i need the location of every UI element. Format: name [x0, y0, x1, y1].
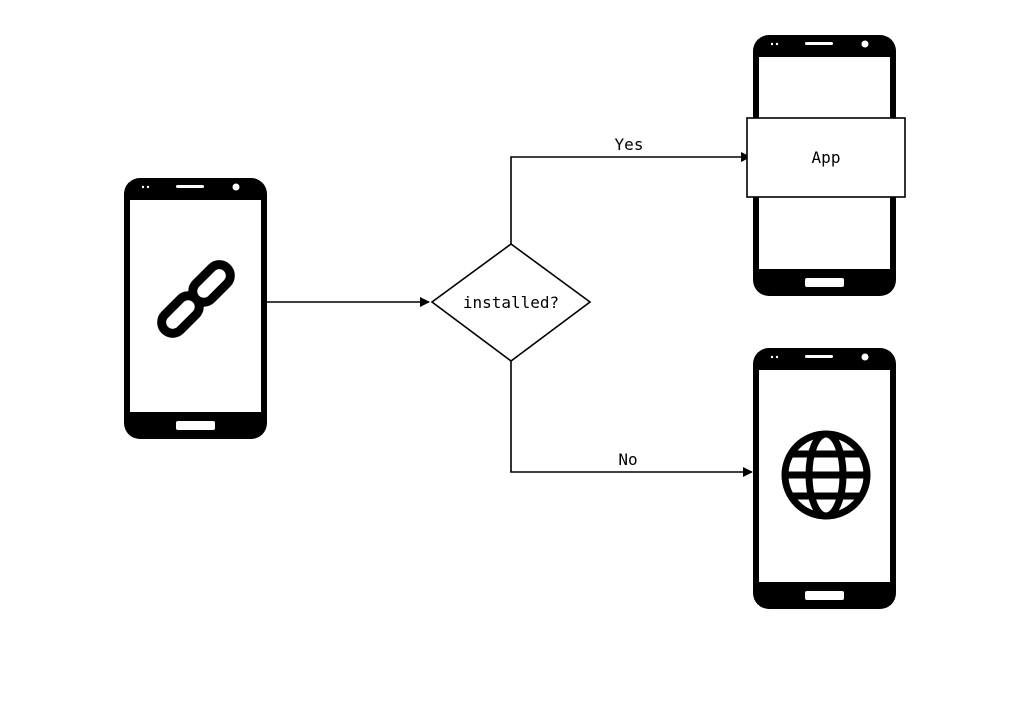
decision-label: installed?: [463, 293, 559, 312]
no-connector: [510, 361, 753, 477]
yes-label: Yes: [615, 135, 644, 154]
yes-connector: [510, 152, 751, 244]
globe-icon: [781, 430, 871, 520]
link-icon: [157, 260, 235, 338]
app-box-label: App: [812, 148, 841, 167]
app-box: [746, 117, 906, 198]
no-label: No: [618, 450, 637, 469]
